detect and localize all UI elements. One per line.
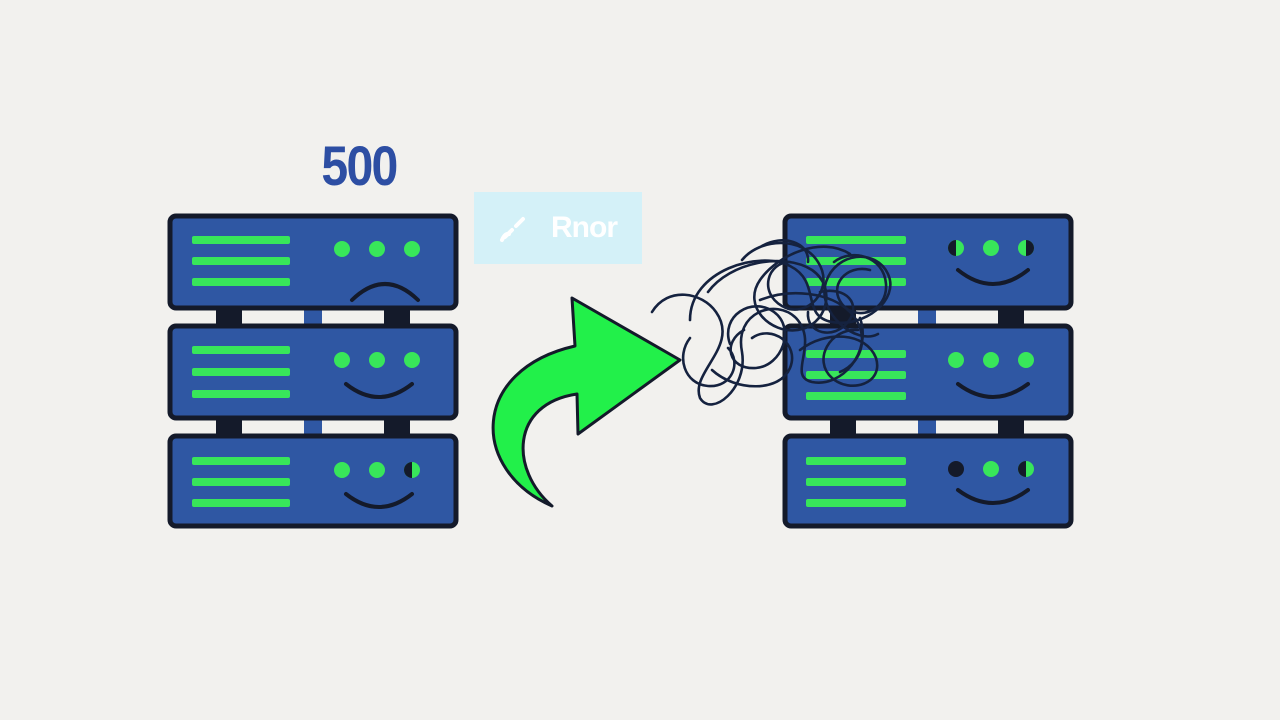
rack-connector [918, 310, 936, 324]
status-bar [806, 499, 906, 507]
status-bar [806, 392, 906, 400]
link-icon [500, 217, 525, 242]
status-led [948, 461, 964, 477]
status-led [369, 352, 385, 368]
status-code-label: 500 [321, 134, 398, 197]
rack-connector [304, 420, 322, 434]
status-bar [192, 457, 290, 465]
status-bar [192, 368, 290, 376]
rack-connector [998, 306, 1024, 328]
status-led [948, 352, 964, 368]
server-unit [167, 213, 459, 311]
status-bar [806, 457, 906, 465]
smile-face-icon [956, 488, 1030, 505]
status-led-shade [404, 462, 412, 478]
server-unit [782, 323, 1074, 421]
tangled-cable-icon [650, 239, 892, 406]
smile-face-icon [956, 382, 1030, 399]
right-server-rack [782, 213, 1074, 529]
status-led-shade [948, 240, 956, 256]
status-bar [192, 257, 290, 265]
status-led [404, 352, 420, 368]
status-led [983, 461, 999, 477]
rack-connector [304, 310, 322, 324]
status-bar [192, 236, 290, 244]
rack-connector [216, 306, 242, 328]
smile-face-icon [344, 382, 414, 399]
status-bar [806, 278, 906, 286]
status-led [334, 462, 350, 478]
error-tag: Rnor [474, 192, 642, 264]
server-unit [782, 213, 1074, 311]
rack-connector [998, 416, 1024, 438]
server-unit [782, 433, 1074, 529]
curved-arrow-icon [491, 296, 682, 508]
status-bar [806, 478, 906, 486]
status-led [334, 352, 350, 368]
status-led [334, 241, 350, 257]
status-led [369, 462, 385, 478]
rack-connector [918, 420, 936, 434]
server-unit [167, 433, 459, 529]
status-bar [806, 236, 906, 244]
status-led-shade [1026, 240, 1034, 256]
error-tag-label: Rnor [551, 211, 618, 244]
status-led-shade [1018, 461, 1026, 477]
status-bar [806, 350, 906, 358]
rack-connector [384, 416, 410, 438]
status-led [1018, 352, 1034, 368]
left-server-rack [167, 213, 459, 529]
rack-connector [384, 306, 410, 328]
status-led [369, 241, 385, 257]
smile-face-icon [956, 268, 1030, 286]
status-led [983, 240, 999, 256]
rack-connector [216, 416, 242, 438]
server-unit [167, 323, 459, 421]
rack-connector [830, 416, 856, 438]
sad-face-icon [350, 282, 420, 302]
status-bar [192, 390, 290, 398]
status-led [983, 352, 999, 368]
smile-face-icon [344, 492, 414, 509]
status-bar [192, 346, 290, 354]
status-bar [192, 478, 290, 486]
status-bar [806, 371, 906, 379]
status-led [404, 241, 420, 257]
status-bar [192, 278, 290, 286]
status-bar [192, 499, 290, 507]
